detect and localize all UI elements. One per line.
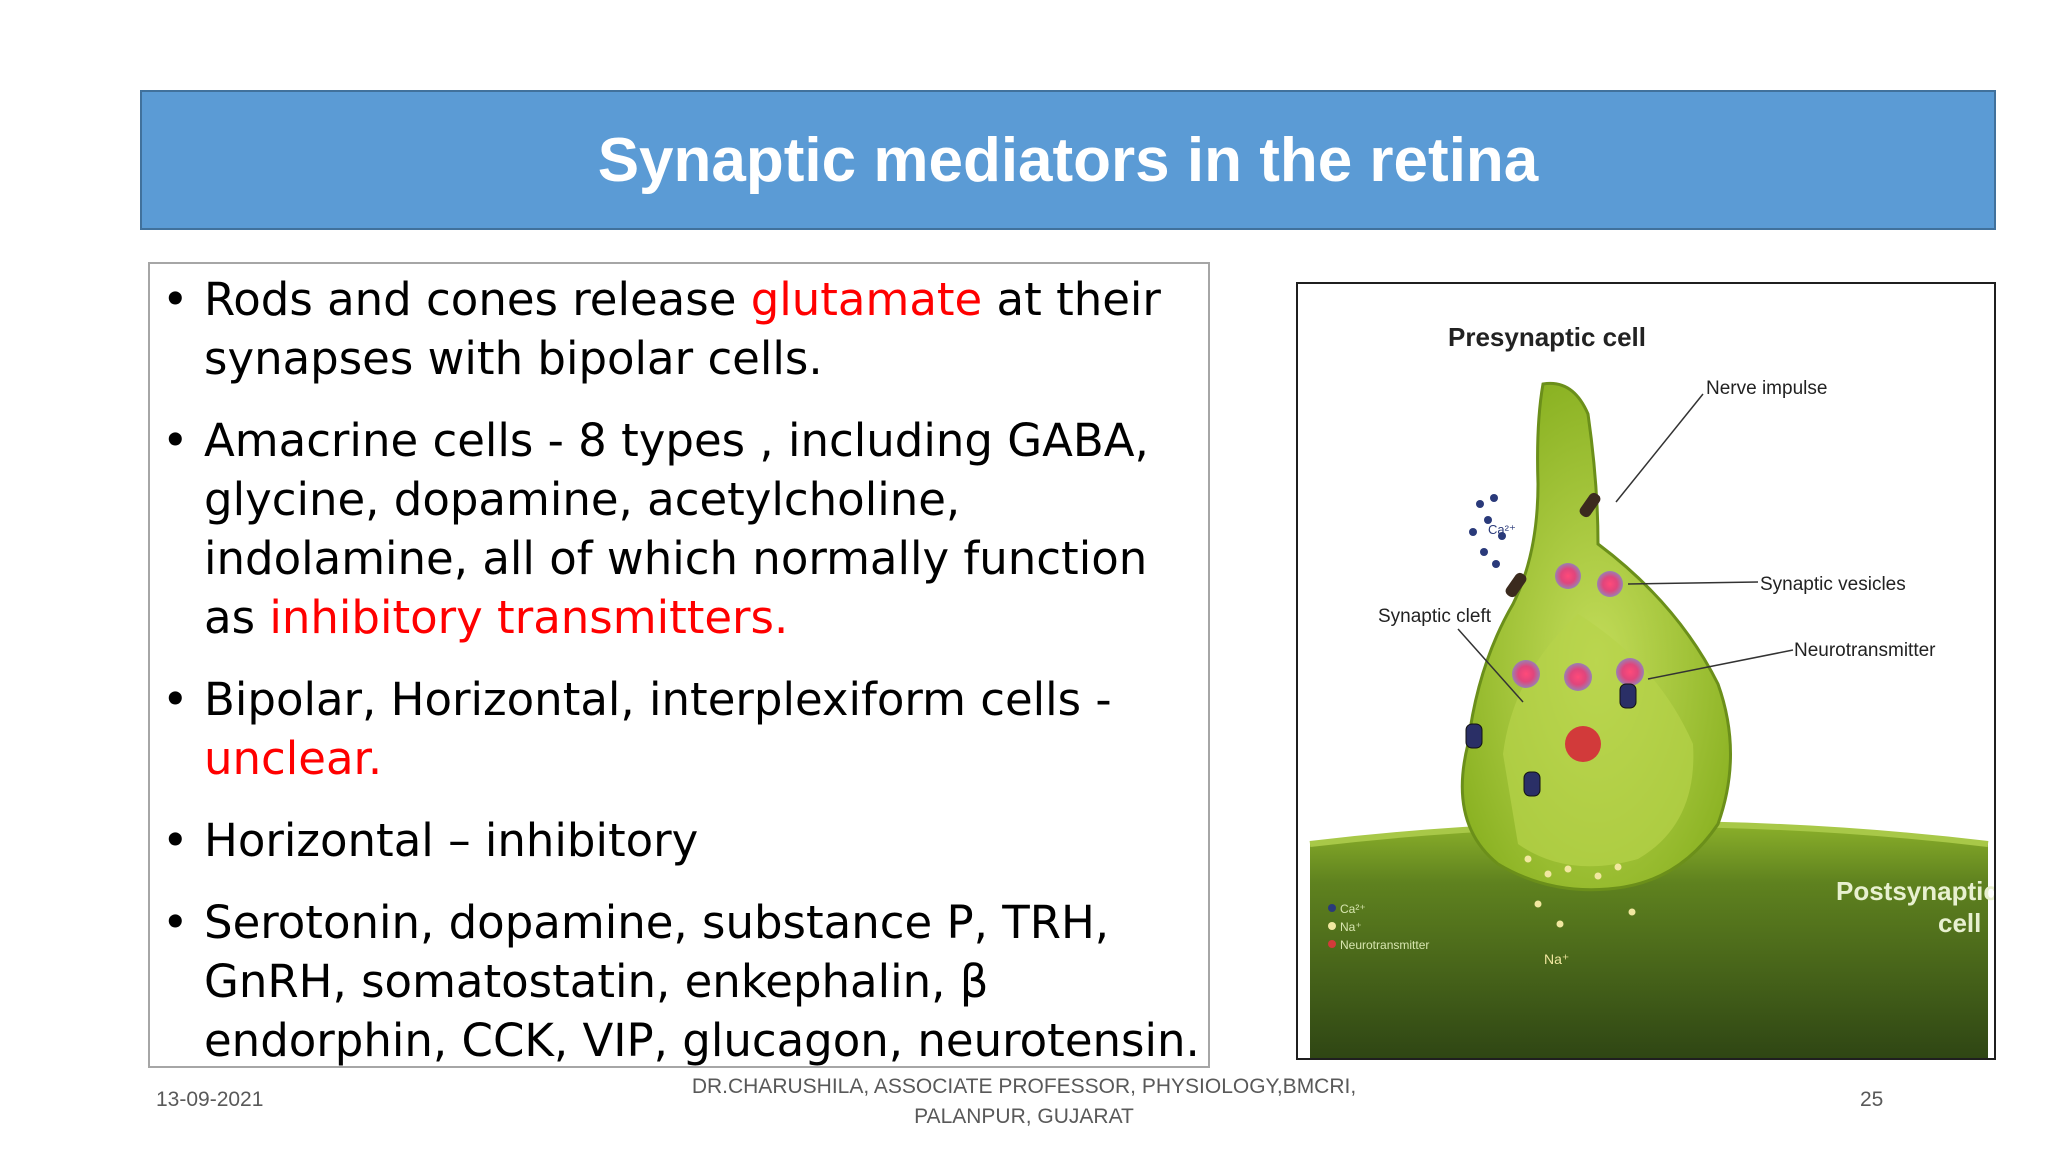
synaptic-vesicles-label: Synaptic vesicles [1760, 574, 1906, 595]
bullet-box: Rods and cones release glutamate at thei… [148, 262, 1210, 1068]
slide-title: Synaptic mediators in the retina [597, 125, 1539, 195]
highlight-text: glutamate [750, 273, 983, 326]
postsynaptic-cell-shape [1310, 824, 1988, 1058]
nerve-impulse-label: Nerve impulse [1706, 378, 1827, 399]
bullet-text: Bipolar, Horizontal, interplexiform cell… [204, 673, 1112, 726]
legend-ca: Ca²⁺ [1340, 902, 1366, 916]
postsynaptic-label-line1: Postsynaptic [1836, 876, 1994, 906]
bullet-glutamate: Rods and cones release glutamate at thei… [162, 270, 1208, 388]
ca-ion-label: Ca²⁺ [1488, 522, 1516, 537]
postsynaptic-label-line2: cell [1938, 908, 1981, 938]
synapse-illustration: Presynaptic cell Nerve impulse Synaptic … [1309, 322, 1994, 1058]
bullet-bipolar: Bipolar, Horizontal, interplexiform cell… [162, 670, 1208, 788]
bullet-list: Rods and cones release glutamate at thei… [162, 270, 1208, 1070]
na-ion-label: Na⁺ [1544, 951, 1569, 967]
synaptic-vesicles [1512, 563, 1644, 762]
bullet-text: at their synapses with bipolar cells. [204, 273, 1161, 385]
bullet-text: Serotonin, dopamine, substance P, TRH, G… [204, 896, 1200, 1067]
footer-page-number: 25 [1860, 1088, 1884, 1111]
presynaptic-label: Presynaptic cell [1448, 322, 1646, 352]
legend-na: Na⁺ [1340, 920, 1362, 934]
highlight-text: inhibitory transmitters. [269, 591, 789, 644]
bullet-amacrine: Amacrine cells - 8 types , including GAB… [162, 411, 1208, 647]
bullet-text: Horizontal – inhibitory [204, 814, 699, 867]
calcium-ions [1469, 494, 1506, 568]
footer-author-line2: PALANPUR, GUJARAT [914, 1105, 1134, 1128]
ion-legend: Ca²⁺ Na⁺ Neurotransmitter [1328, 902, 1429, 952]
title-bar: Synaptic mediators in the retina [140, 90, 1996, 230]
bullet-text: Amacrine cells - 8 types , including GAB… [204, 414, 1149, 644]
bullet-text: Rods and cones release [204, 273, 751, 326]
footer-author-line1: DR.CHARUSHILA, ASSOCIATE PROFESSOR, PHYS… [691, 1075, 1357, 1098]
sodium-ions [1524, 855, 1636, 928]
synaptic-cleft-label: Synaptic cleft [1378, 606, 1492, 627]
footer-author: DR.CHARUSHILA, ASSOCIATE PROFESSOR, PHYS… [624, 1072, 1424, 1132]
bullet-horizontal: Horizontal – inhibitory [162, 811, 1208, 870]
footer-date: 13-09-2021 [156, 1088, 264, 1111]
ion-channels [1465, 492, 1637, 797]
neurotransmitter-label: Neurotransmitter [1794, 640, 1936, 661]
legend-neurotransmitter: Neurotransmitter [1340, 938, 1429, 952]
bullet-neuropeptides: Serotonin, dopamine, substance P, TRH, G… [162, 893, 1208, 1070]
synapse-figure: Presynaptic cell Nerve impulse Synaptic … [1296, 282, 1996, 1060]
highlight-text: unclear. [204, 732, 383, 785]
